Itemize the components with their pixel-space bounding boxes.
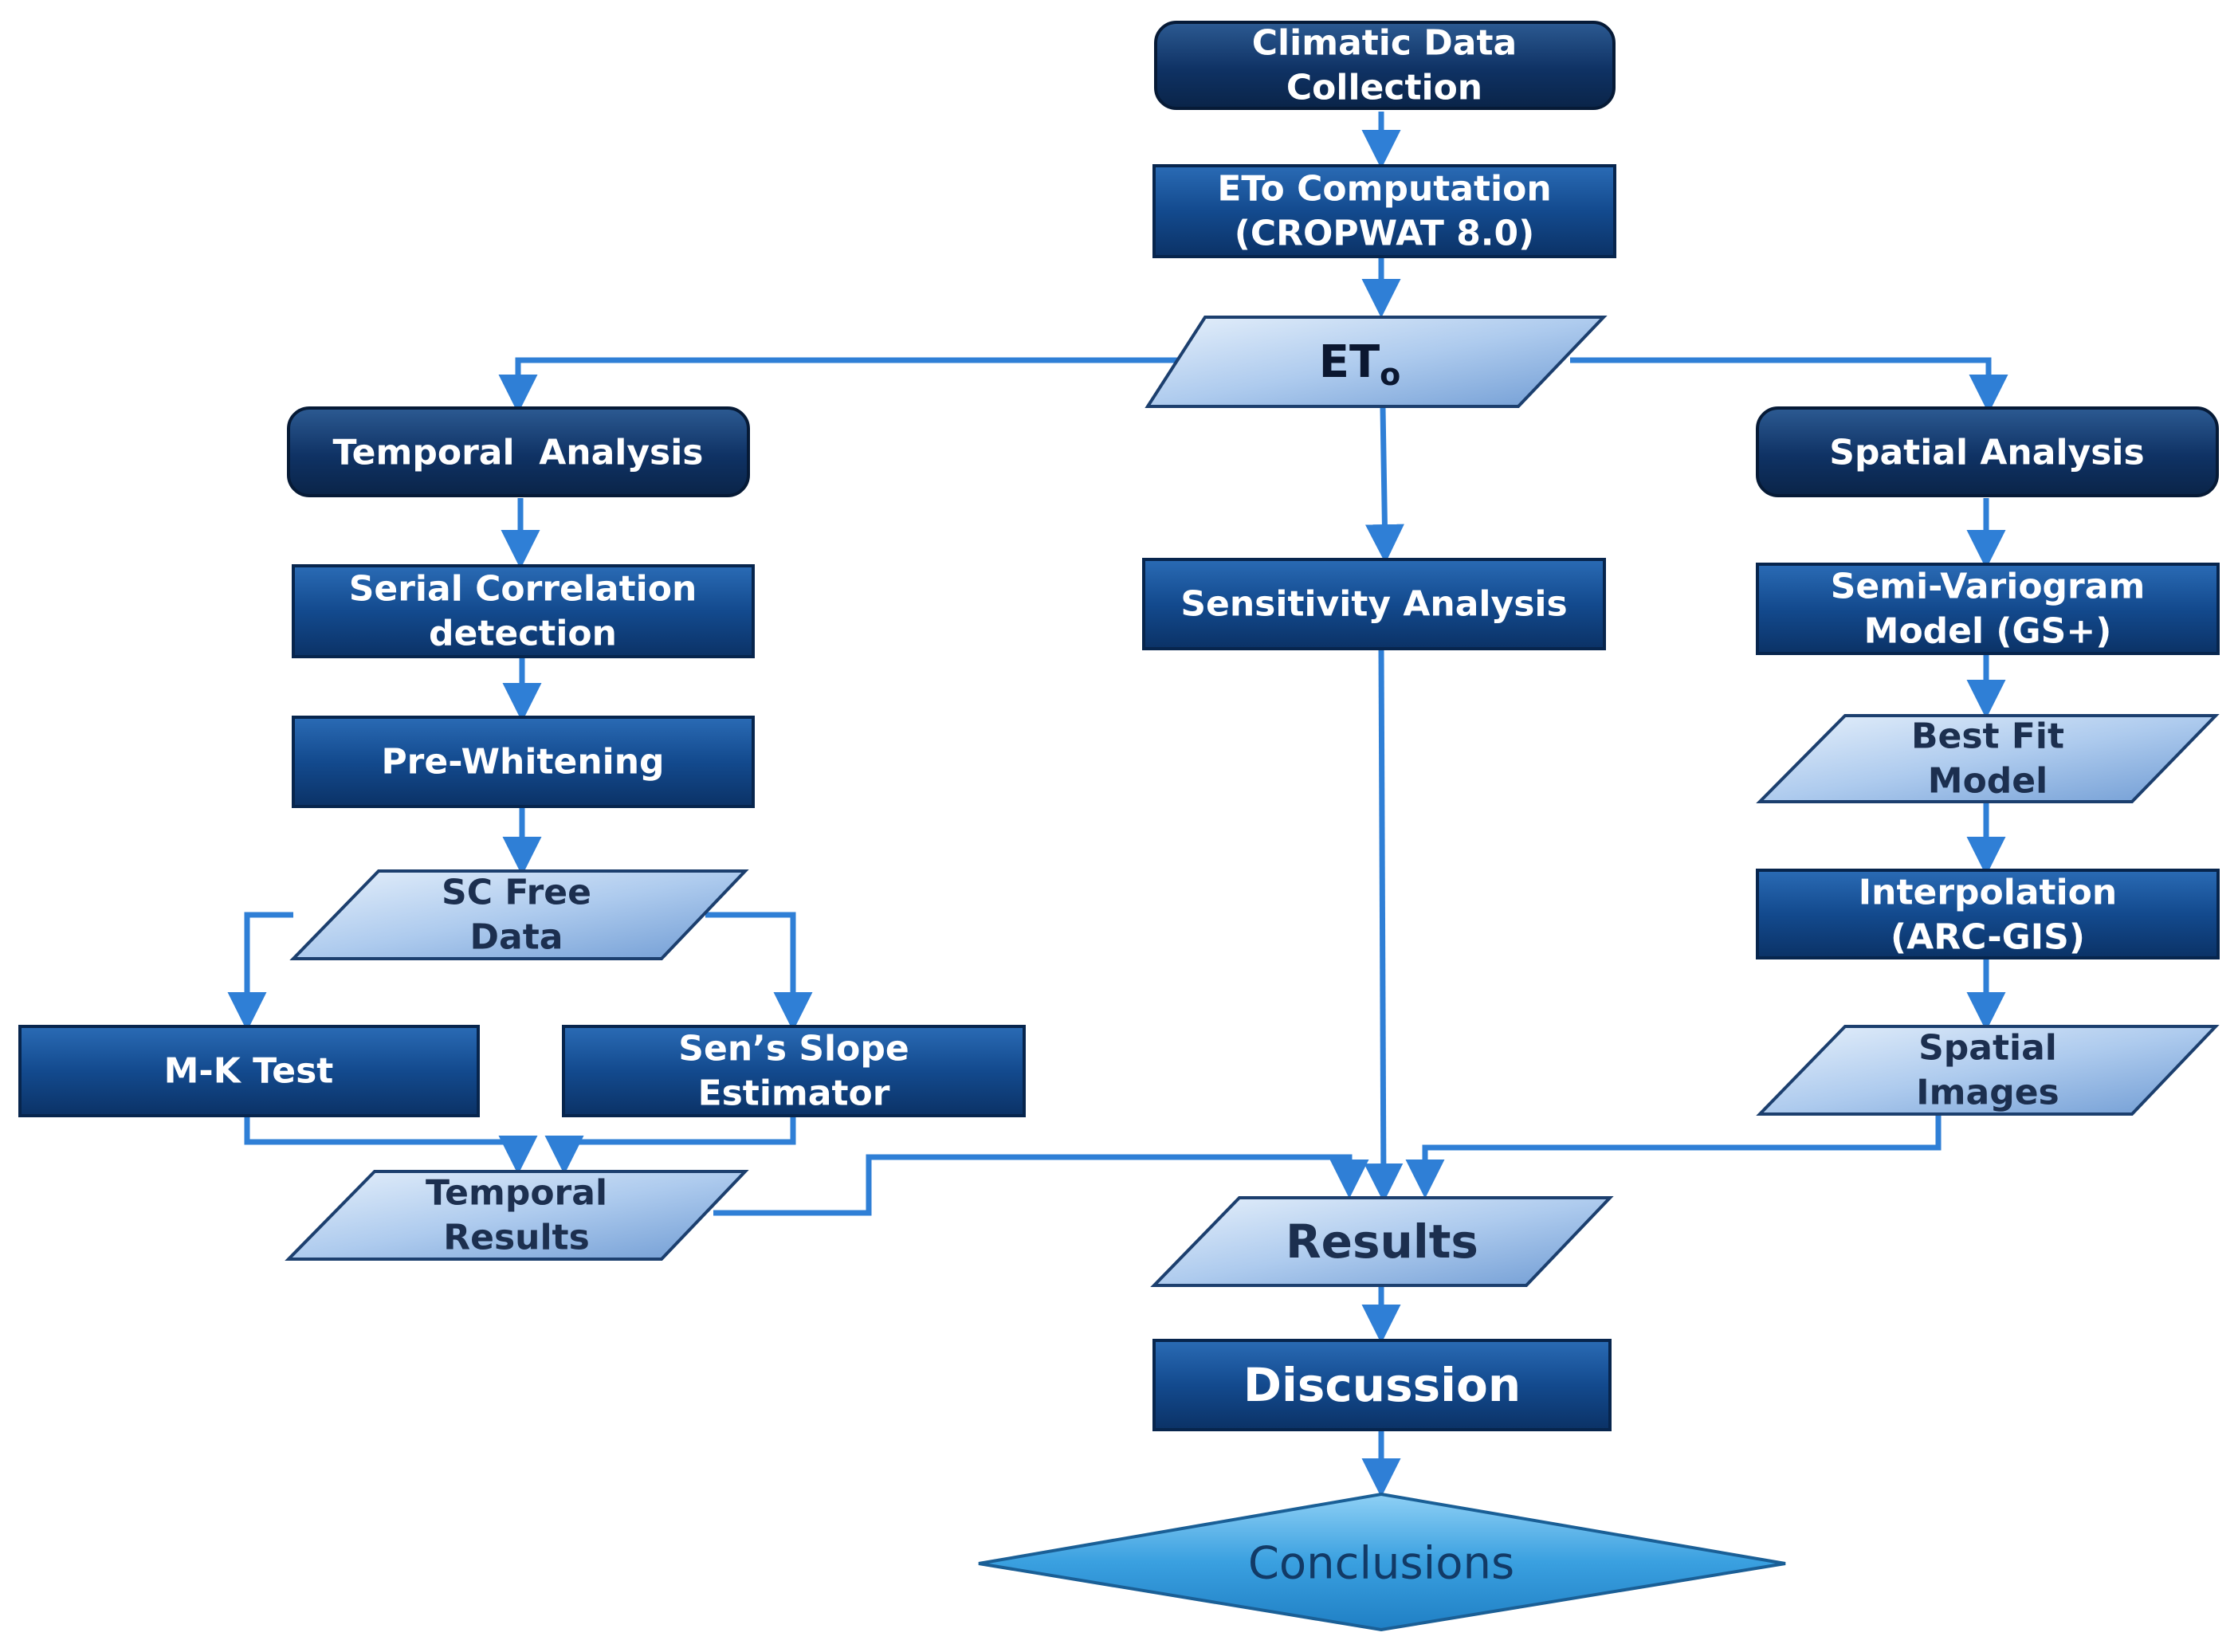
node-label-line: M-K Test [164, 1051, 334, 1092]
arrow-sc-free-to-sens-slope [705, 912, 813, 1031]
node-label-line: Images [1916, 1073, 2059, 1113]
node-discussion: Discussion [1152, 1339, 1612, 1431]
node-conclusions: Conclusions [978, 1492, 1786, 1632]
node-label-line: Collection [1286, 68, 1482, 108]
node-spatial-images: Spatial Images [1756, 1025, 2220, 1116]
node-label-line: ETo Computation [1217, 169, 1551, 210]
node-label-line: Serial Correlation [349, 569, 697, 610]
node-label-line: Interpolation [1859, 873, 2117, 913]
arrow-eto-to-temporal-analysis [498, 357, 1196, 414]
node-temporal-results: Temporal Results [285, 1170, 749, 1261]
node-interpolation: Interpolation (ARC-GIS) [1756, 869, 2220, 959]
node-label-line: Model [1928, 761, 2048, 802]
node-label-line: Pre-Whitening [381, 742, 664, 783]
arrow-sens-slope-to-temporal-results [544, 1116, 796, 1175]
node-label-line: Best Fit [1911, 716, 2064, 757]
node-label-line: Results [1286, 1214, 1478, 1269]
node-temporal-analysis: Temporal Analysis [287, 406, 750, 497]
node-label-line: Semi-Variogram [1831, 567, 2146, 607]
node-sc-free-data: SC Free Data [289, 869, 749, 960]
node-label-line: Spatial [1918, 1028, 2057, 1069]
arrow-mk-test-to-temporal-results [244, 1116, 538, 1175]
node-label-line: detection [429, 614, 617, 654]
node-sensitivity-analysis: Sensitivity Analysis [1142, 558, 1606, 650]
node-label-line: Conclusions [1248, 1538, 1514, 1590]
node-label-line: Model (GS+) [1864, 611, 2112, 652]
node-best-fit-model: Best Fit Model [1756, 714, 2220, 803]
arrow-spatial-images-to-results [1405, 1116, 1942, 1199]
arrow-eto-to-sensitivity-analysis [1364, 407, 1404, 563]
arrow-temporal-results-to-results [713, 1154, 1369, 1216]
node-label-line: Estimator [698, 1073, 890, 1114]
node-pre-whitening: Pre-Whitening [292, 716, 755, 808]
node-label-line: (CROPWAT 8.0) [1235, 214, 1535, 254]
node-label-line: Data [470, 917, 563, 958]
node-results: Results [1150, 1196, 1614, 1287]
arrow-sensitivity-to-results [1364, 649, 1404, 1203]
node-label-line: Temporal Analysis [333, 433, 704, 473]
node-label-line: Temporal [426, 1173, 607, 1214]
node-label-line: (ARC-GIS) [1891, 917, 2085, 958]
node-label-line: Climatic Data [1252, 23, 1517, 64]
node-spatial-analysis: Spatial Analysis [1756, 406, 2219, 497]
node-label-line: Spatial Analysis [1829, 433, 2144, 473]
node-mk-test: M-K Test [18, 1025, 480, 1117]
node-serial-correlation-detection: Serial Correlation detection [292, 564, 755, 658]
node-eto: ETo [1145, 316, 1608, 408]
eto-label: ETo [1319, 336, 1401, 393]
node-eto-computation: ETo Computation (CROPWAT 8.0) [1152, 164, 1616, 258]
node-label-line: Sensitivity Analysis [1180, 584, 1567, 625]
node-label-line: Sen’s Slope [678, 1029, 909, 1069]
arrow-sc-free-to-mk-test [227, 912, 293, 1031]
node-semi-variogram-model: Semi-Variogram Model (GS+) [1756, 563, 2220, 655]
node-climatic-data-collection: Climatic Data Collection [1154, 21, 1616, 110]
node-label-line: Discussion [1243, 1358, 1521, 1412]
node-label-line: SC Free [442, 873, 591, 913]
node-sens-slope-estimator: Sen’s Slope Estimator [562, 1025, 1026, 1117]
node-label-line: Results [443, 1218, 590, 1258]
arrow-eto-to-spatial-analysis [1570, 357, 2008, 414]
